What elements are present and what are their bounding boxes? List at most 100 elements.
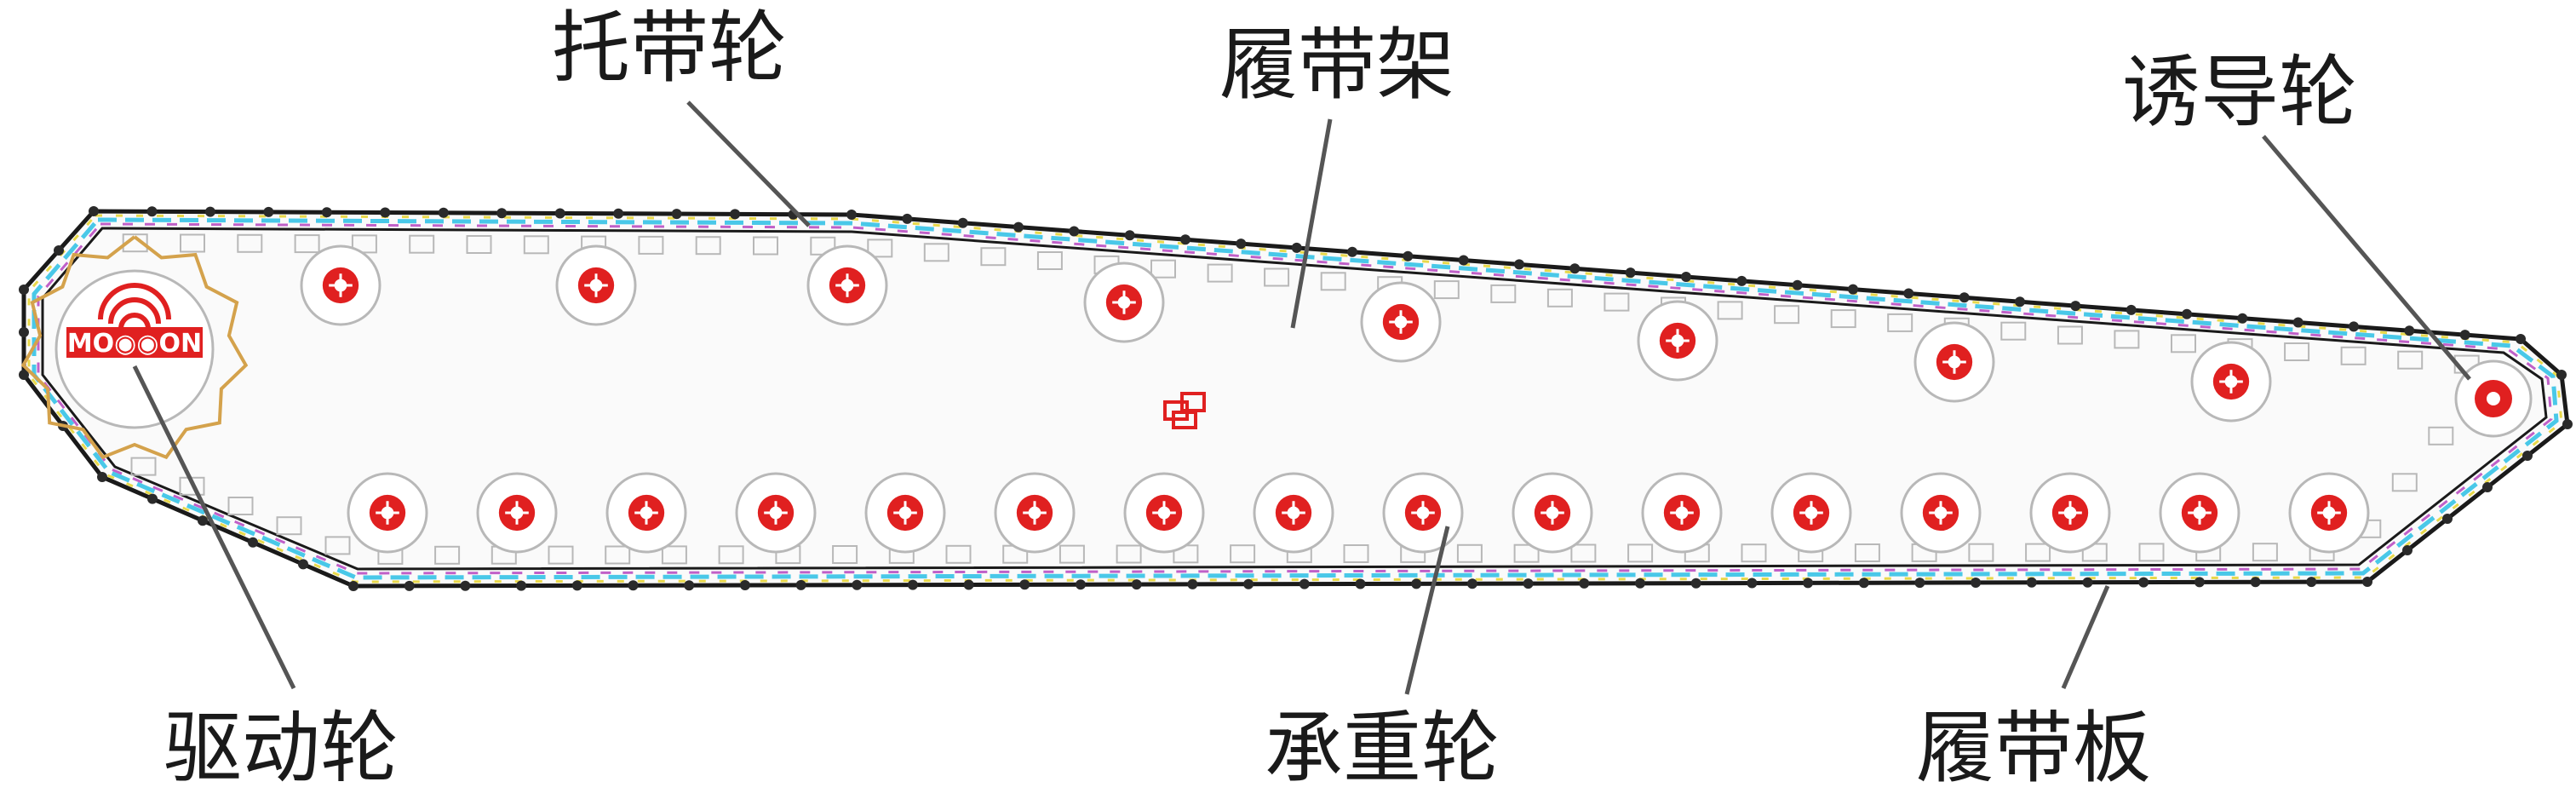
track-pad-5 bbox=[351, 234, 377, 254]
leader-drive-wheel bbox=[132, 365, 296, 690]
carrier-roller-2 bbox=[555, 244, 637, 326]
logo-text: MO◉◉ON bbox=[67, 329, 202, 359]
label-track-shoe: 履带板 bbox=[1916, 703, 2151, 794]
track-pad-1 bbox=[122, 233, 148, 253]
track-pin-57 bbox=[2026, 577, 2037, 588]
track-pin-24 bbox=[1403, 250, 1414, 262]
track-pad-83 bbox=[276, 516, 302, 536]
track-pad-19 bbox=[1150, 259, 1176, 279]
track-pin-89 bbox=[248, 537, 258, 548]
track-pad-68 bbox=[1116, 544, 1142, 564]
track-pad-2 bbox=[180, 233, 205, 253]
wifi-logo-arcs bbox=[98, 283, 171, 330]
track-pin-45 bbox=[2556, 370, 2567, 380]
track-pad-53 bbox=[1968, 543, 1994, 562]
road-wheels bbox=[347, 472, 2370, 554]
track-pad-35 bbox=[2057, 325, 2083, 345]
drive-wheel: MO◉◉ON bbox=[20, 235, 249, 460]
track-pin-55 bbox=[2138, 577, 2149, 588]
track-pad-31 bbox=[1830, 309, 1856, 329]
track-pin-27 bbox=[1569, 263, 1581, 274]
track-pin-91 bbox=[147, 493, 158, 504]
track-pin-25 bbox=[1458, 255, 1469, 266]
road-wheel-16 bbox=[2288, 472, 2370, 554]
leader-track-frame bbox=[1290, 118, 1333, 329]
track-pin-19 bbox=[1124, 230, 1135, 241]
track-pad-55 bbox=[1854, 543, 1880, 562]
track-pin-29 bbox=[1681, 272, 1691, 282]
track-chain-magenta bbox=[37, 222, 2553, 575]
track-pin-76 bbox=[963, 579, 974, 590]
road-wheel-4 bbox=[735, 472, 817, 554]
road-wheel-1 bbox=[347, 472, 428, 554]
track-pad-4 bbox=[294, 234, 320, 254]
track-pad-69 bbox=[1059, 544, 1085, 564]
leader-idler-wheel bbox=[2262, 135, 2471, 381]
track-pad-84 bbox=[227, 497, 254, 515]
track-pad-37 bbox=[2171, 334, 2196, 354]
carrier-roller-3 bbox=[806, 244, 888, 326]
track-pad-26 bbox=[1546, 288, 1573, 308]
track-pin-62 bbox=[1747, 578, 1758, 589]
road-wheel-12 bbox=[1770, 472, 1852, 554]
track-pad-44 bbox=[2428, 426, 2454, 445]
track-pin-96 bbox=[19, 285, 29, 295]
track-pin-87 bbox=[348, 581, 359, 591]
track-pin-17 bbox=[1013, 221, 1024, 233]
track-pad-52 bbox=[2025, 543, 2051, 562]
road-wheel-10 bbox=[1512, 472, 1593, 554]
track-pin-52 bbox=[2306, 577, 2317, 588]
track-pin-90 bbox=[198, 515, 208, 526]
track-pad-30 bbox=[1774, 305, 1800, 325]
track-pad-34 bbox=[2000, 321, 2027, 341]
road-wheel-5 bbox=[864, 472, 946, 554]
track-pin-64 bbox=[1635, 578, 1645, 589]
track-pin-33 bbox=[1903, 288, 1914, 299]
track-pad-32 bbox=[1887, 313, 1913, 332]
track-pin-67 bbox=[1466, 578, 1477, 589]
carrier-roller-6 bbox=[1637, 300, 1718, 382]
track-pin-35 bbox=[2015, 296, 2025, 308]
track-pin-79 bbox=[795, 579, 806, 590]
track-pin-81 bbox=[684, 580, 695, 591]
idler-wheel bbox=[2454, 359, 2533, 438]
track-pad-62 bbox=[1456, 543, 1483, 563]
track-pad-80 bbox=[434, 545, 461, 565]
track-pin-5 bbox=[321, 207, 332, 218]
track-pin-21 bbox=[1236, 239, 1247, 250]
track-pad-6 bbox=[409, 234, 435, 254]
track-pin-60 bbox=[1858, 578, 1869, 589]
track-pad-24 bbox=[1433, 280, 1460, 300]
track-pin-65 bbox=[1579, 578, 1590, 589]
track-pin-94 bbox=[19, 370, 29, 380]
carrier-roller-5 bbox=[1360, 281, 1442, 363]
track-pad-14 bbox=[867, 239, 893, 258]
road-wheel-11 bbox=[1641, 472, 1723, 554]
track-pin-18 bbox=[1069, 226, 1080, 237]
track-pin-49 bbox=[2442, 514, 2453, 524]
track-pin-47 bbox=[2522, 451, 2533, 461]
carrier-roller-4 bbox=[1083, 262, 1165, 343]
track-pin-75 bbox=[1019, 579, 1030, 590]
track-pad-8 bbox=[523, 235, 549, 255]
track-pin-23 bbox=[1347, 246, 1357, 257]
road-wheel-8 bbox=[1253, 472, 1334, 554]
road-wheel-15 bbox=[2159, 472, 2240, 554]
track-pad-50 bbox=[2138, 543, 2165, 562]
track-pin-16 bbox=[957, 217, 968, 228]
track-pad-76 bbox=[661, 545, 687, 565]
track-pad-85 bbox=[179, 476, 205, 496]
track-pin-82 bbox=[628, 580, 639, 591]
track-pin-8 bbox=[496, 208, 508, 219]
track-pad-12 bbox=[753, 236, 778, 256]
track-pin-95 bbox=[19, 327, 29, 337]
track-pad-66 bbox=[1230, 544, 1256, 564]
track-pin-3 bbox=[204, 206, 215, 217]
track-pad-48 bbox=[2252, 543, 2278, 562]
track-pad-40 bbox=[2340, 346, 2367, 365]
track-pin-15 bbox=[902, 213, 913, 224]
track-pin-92 bbox=[97, 472, 107, 482]
track-pad-15 bbox=[923, 243, 950, 262]
road-wheel-6 bbox=[994, 472, 1076, 554]
track-pin-59 bbox=[1914, 578, 1925, 589]
